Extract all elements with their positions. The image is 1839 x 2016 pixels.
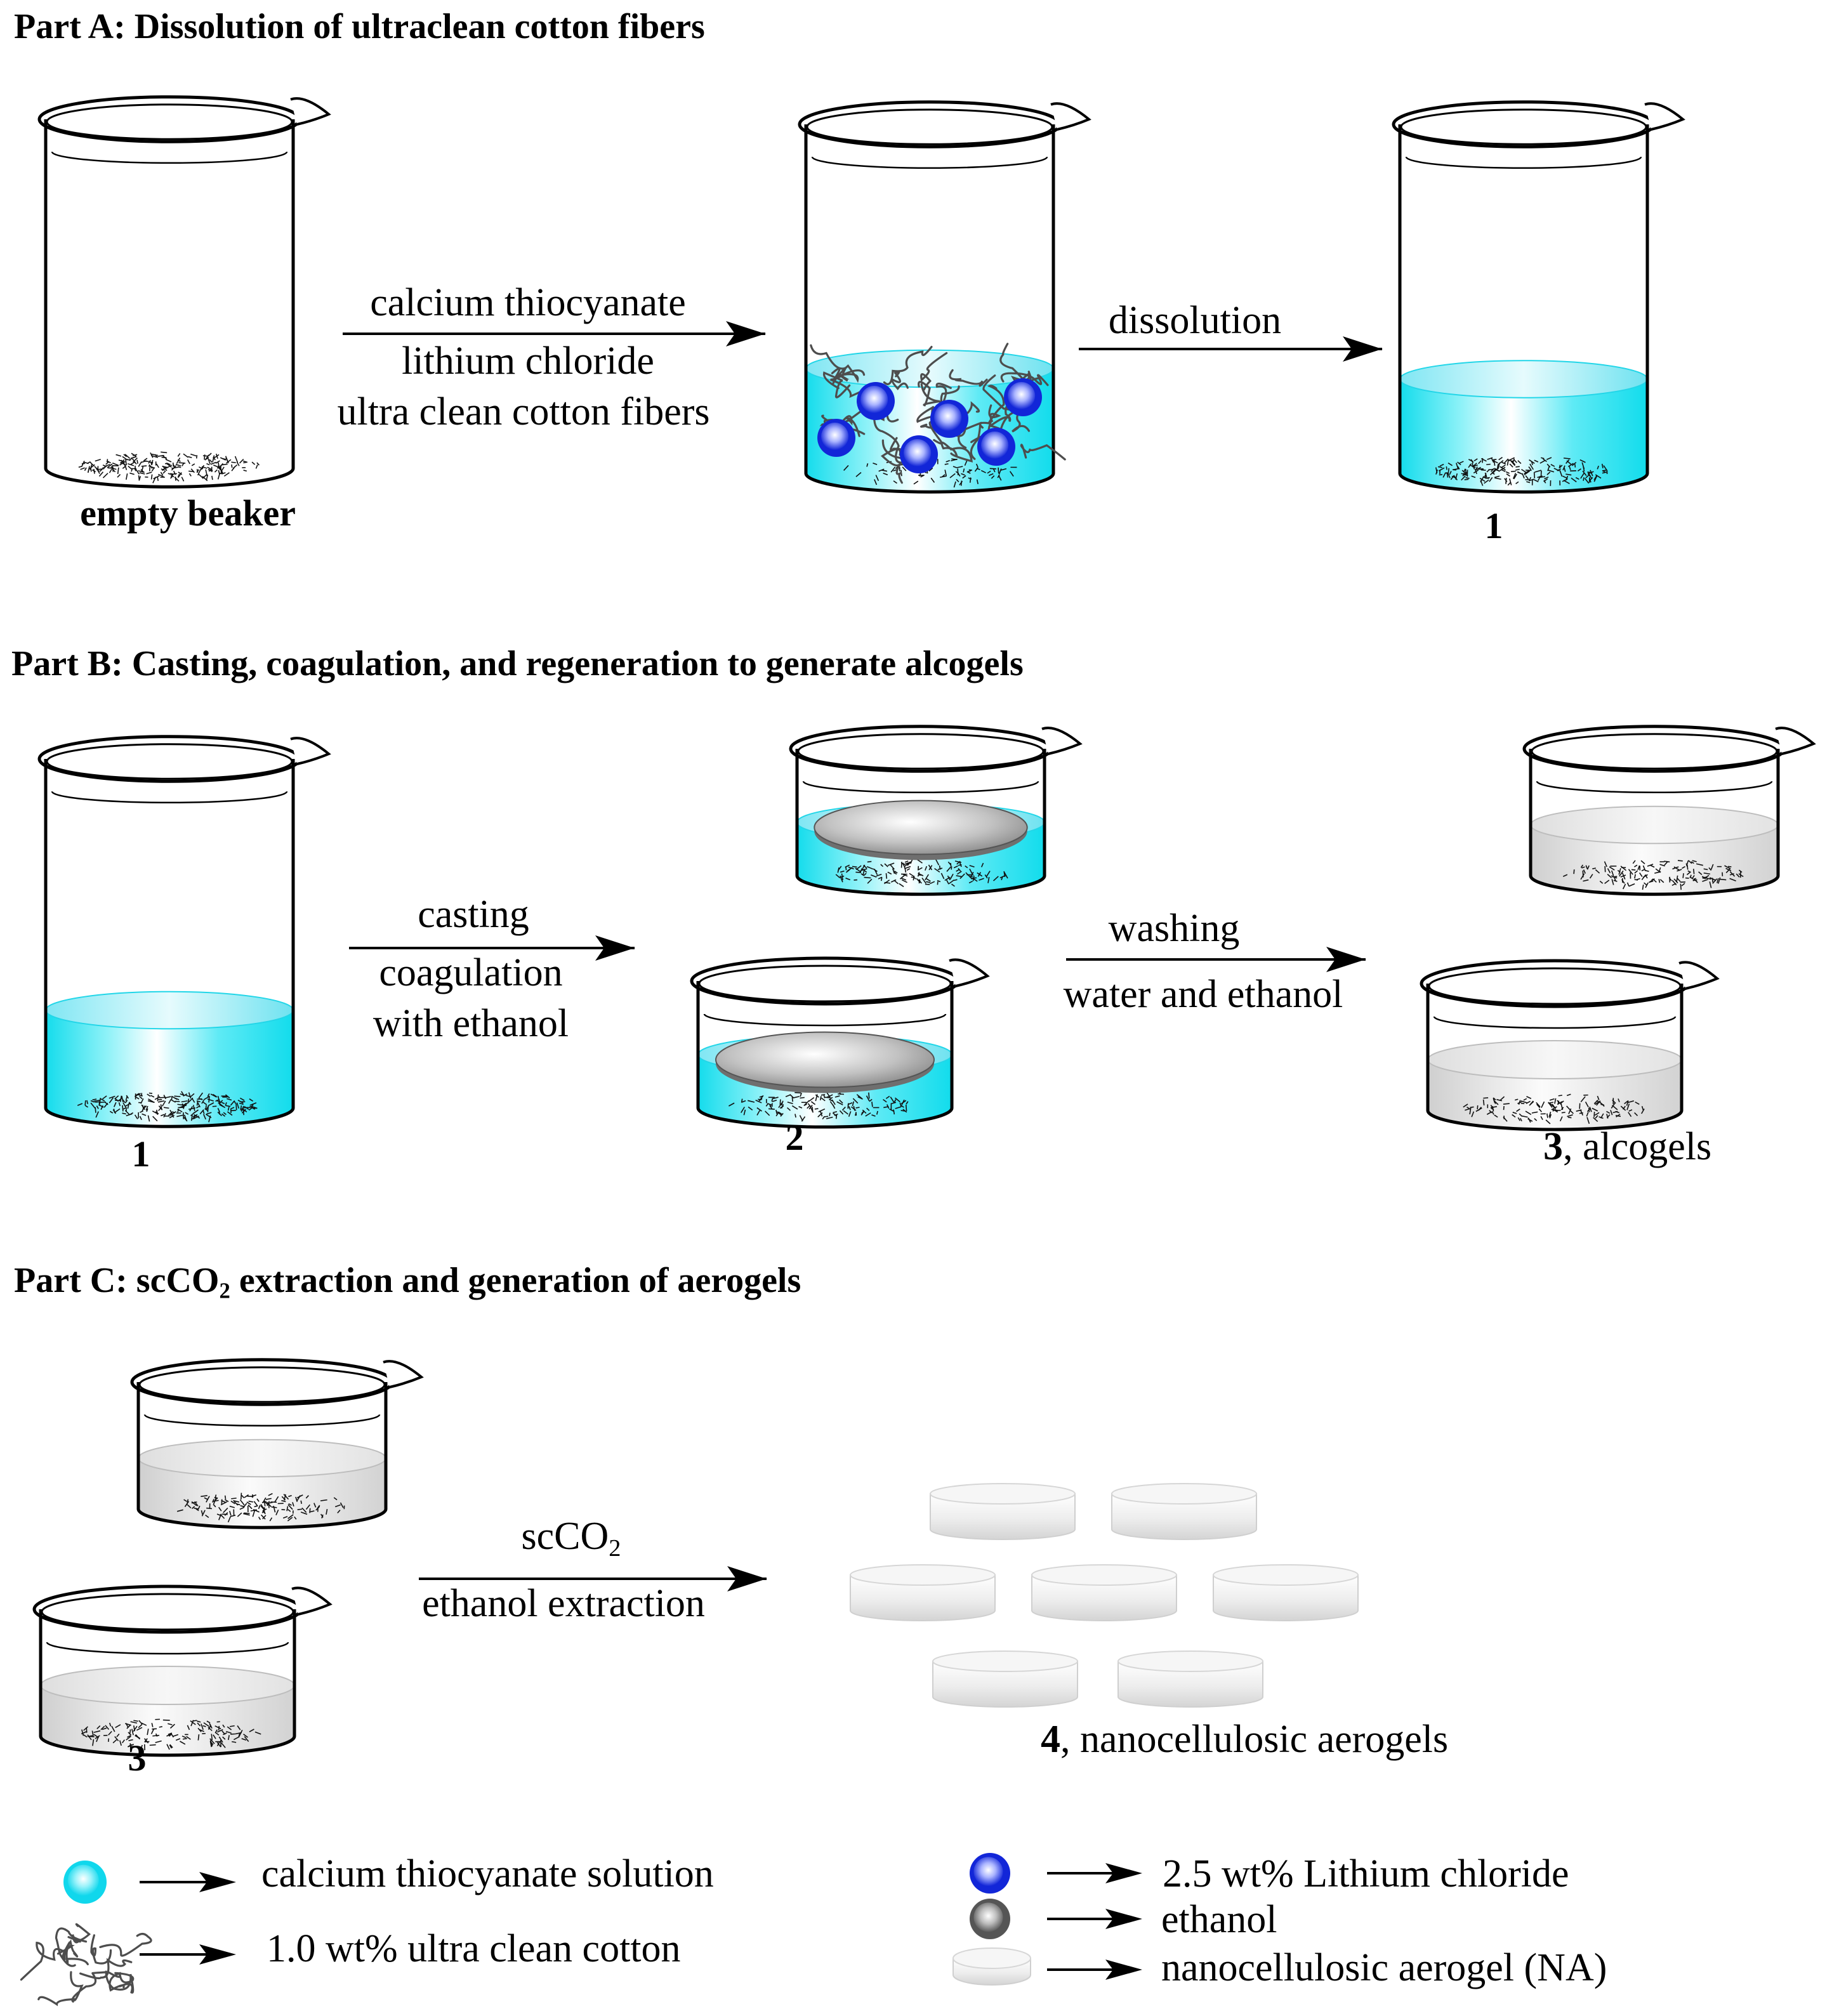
licl-particle — [900, 435, 938, 473]
licl-particle — [930, 400, 968, 438]
aerogel-cylinder — [1117, 1650, 1263, 1708]
part-c-scco2-prefix: scCO — [521, 1515, 609, 1558]
part-a-title: Part A: Dissolution of ultraclean cotton… — [14, 7, 705, 46]
part-c-scco2-label: scCO2 — [521, 1515, 621, 1560]
part-c-title: Part C: scCO2 extraction and generation … — [14, 1261, 801, 1302]
part-b-casting-label: casting — [418, 893, 529, 936]
dish-2-bottom — [690, 956, 990, 1129]
empty-beaker-label: empty beaker — [80, 492, 296, 534]
aerogel-cylinder — [1111, 1483, 1257, 1540]
legend-licl-label: 2.5 wt% Lithium chloride — [1163, 1852, 1569, 1895]
aerogel-cylinder — [850, 1564, 996, 1621]
licl-particle — [977, 428, 1015, 466]
part-c-title-prefix: Part C: scCO — [14, 1261, 220, 1300]
part-b-washing-label: washing — [1108, 907, 1240, 950]
alcogels-label: 3, alcogels — [1543, 1127, 1711, 1166]
licl-particle — [857, 382, 895, 420]
part-a-reagent-3: ultra clean cotton fibers — [337, 390, 710, 433]
legend-ethanol-icon — [970, 1899, 1010, 1939]
part-a-dissolution-label: dissolution — [1108, 299, 1282, 342]
part-b-title: Part B: Casting, coagulation, and regene… — [11, 644, 1024, 683]
aerogel-cylinder — [1031, 1564, 1177, 1621]
legend-cotton-label: 1.0 wt% ultra clean cotton — [267, 1927, 681, 1970]
legend-licl-icon — [970, 1853, 1010, 1894]
part-a-reagent-2: lithium chloride — [402, 339, 654, 383]
aerogels-label: 4, nanocellulosic aerogels — [1041, 1720, 1448, 1759]
legend-cotton-icon — [20, 1923, 152, 2006]
part-c-title-subscript: 2 — [219, 1278, 230, 1303]
beaker-solution-1 — [1392, 100, 1685, 494]
part-b-ethanol-label: with ethanol — [372, 1002, 569, 1045]
dish-3-bottom — [1420, 959, 1720, 1131]
legend-na-label: nanocellulosic aerogel (NA) — [1161, 1946, 1607, 1989]
part-b-coagulation-label: coagulation — [379, 951, 563, 994]
beaker-mixture — [798, 100, 1091, 494]
aerogel-cylinder — [930, 1483, 1076, 1540]
beaker-empty — [37, 95, 331, 489]
compound-1-label: 1 — [1484, 505, 1503, 546]
compound-4-number: 4 — [1041, 1718, 1060, 1761]
legend-calcium-label: calcium thiocyanate solution — [261, 1852, 714, 1895]
dish-3-top — [1522, 725, 1816, 896]
aerogels-text: , nanocellulosic aerogels — [1060, 1718, 1449, 1761]
aerogel-cylinder — [1213, 1564, 1359, 1621]
legend-ethanol-label: ethanol — [1161, 1898, 1277, 1941]
alcogels-text: , alcogels — [1563, 1125, 1712, 1168]
legend-na-icon — [952, 1947, 1031, 1986]
compound-3-number: 3 — [1543, 1125, 1563, 1168]
compound-2-label: 2 — [785, 1117, 804, 1158]
part-b-compound-1-label: 1 — [131, 1133, 150, 1175]
aerogel-cylinder — [932, 1650, 1078, 1708]
dish-3c-top — [130, 1358, 424, 1529]
part-a-reagent-1: calcium thiocyanate — [370, 281, 686, 324]
part-c-scco2-subscript: 2 — [609, 1534, 621, 1562]
part-b-water-ethanol-label: water and ethanol — [1063, 973, 1343, 1016]
dish-2-top — [789, 725, 1083, 896]
licl-particle — [1004, 378, 1042, 416]
part-c-title-suffix: extraction and generation of aerogels — [230, 1261, 801, 1300]
part-c-compound-3-label: 3 — [128, 1737, 147, 1779]
licl-particle — [817, 419, 855, 457]
part-c-extraction-label: ethanol extraction — [422, 1582, 705, 1625]
legend-calcium-icon — [63, 1861, 107, 1904]
dish-3c-bottom — [32, 1584, 333, 1757]
beaker-1-part-b — [37, 735, 331, 1128]
